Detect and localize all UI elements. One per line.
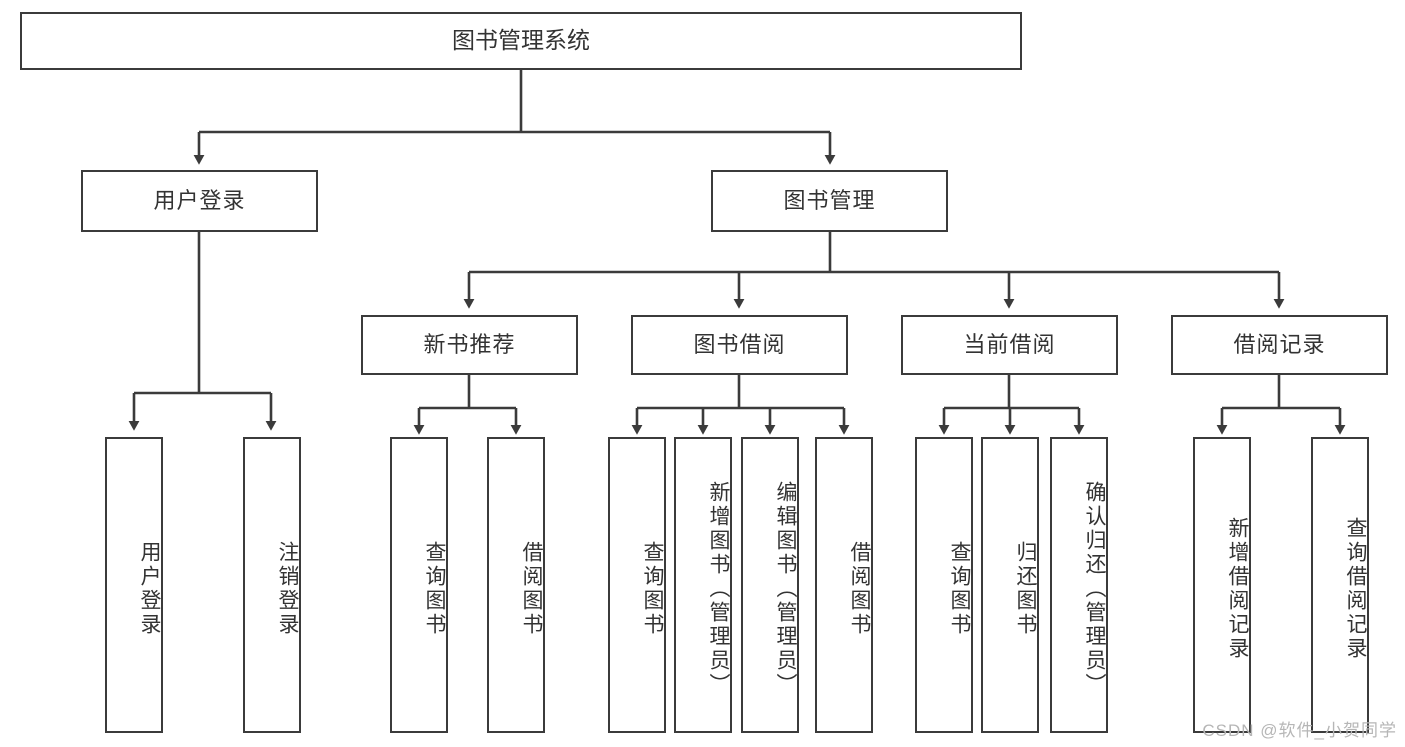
leaf-add-book-admin[interactable]: 新增图书（管理员） <box>674 437 732 733</box>
node-borrow-records-label: 借阅记录 <box>1233 331 1326 357</box>
leaf-edit-book-admin[interactable]: 编辑图书（管理员） <box>741 437 799 733</box>
leaf-confirm-return-admin[interactable]: 确认归还（管理员） <box>1050 437 1108 733</box>
node-current-borrow[interactable]: 当前借阅 <box>901 315 1118 375</box>
leaf-add-borrow-record[interactable]: 新增借阅记录 <box>1193 437 1251 733</box>
node-user-login[interactable]: 用户登录 <box>81 170 318 232</box>
leaf-query-book-newbook[interactable]: 查询图书 <box>390 437 448 733</box>
node-new-book-recommend[interactable]: 新书推荐 <box>361 315 578 375</box>
leaf-query-book-borrow-label: 查询图书 <box>641 541 664 637</box>
leaf-edit-book-admin-label: 编辑图书（管理员） <box>774 481 797 697</box>
leaf-return-book[interactable]: 归还图书 <box>981 437 1039 733</box>
leaf-query-book-newbook-label: 查询图书 <box>423 541 446 637</box>
leaf-query-book-current-label: 查询图书 <box>948 541 971 637</box>
leaf-borrow-book-newbook-label: 借阅图书 <box>520 541 543 637</box>
node-book-borrow[interactable]: 图书借阅 <box>631 315 848 375</box>
leaf-borrow-book-label: 借阅图书 <box>848 541 871 637</box>
node-book-management[interactable]: 图书管理 <box>711 170 948 232</box>
node-root-label: 图书管理系统 <box>452 27 590 54</box>
leaf-query-borrow-record[interactable]: 查询借阅记录 <box>1311 437 1369 733</box>
node-borrow-records[interactable]: 借阅记录 <box>1171 315 1388 375</box>
leaf-query-book-borrow[interactable]: 查询图书 <box>608 437 666 733</box>
leaf-add-book-admin-label: 新增图书（管理员） <box>707 481 730 697</box>
watermark: CSDN @软件_小贺同学 <box>1202 721 1397 740</box>
leaf-borrow-book[interactable]: 借阅图书 <box>815 437 873 733</box>
node-book-borrow-label: 图书借阅 <box>693 331 786 357</box>
leaf-query-borrow-record-label: 查询借阅记录 <box>1344 517 1367 661</box>
node-new-book-recommend-label: 新书推荐 <box>423 331 516 357</box>
leaf-return-book-label: 归还图书 <box>1014 541 1037 637</box>
leaf-user-login-label: 用户登录 <box>138 541 161 637</box>
leaf-borrow-book-newbook[interactable]: 借阅图书 <box>487 437 545 733</box>
leaf-query-book-current[interactable]: 查询图书 <box>915 437 973 733</box>
node-root[interactable]: 图书管理系统 <box>20 12 1022 70</box>
leaf-user-login[interactable]: 用户登录 <box>105 437 163 733</box>
leaf-confirm-return-admin-label: 确认归还（管理员） <box>1083 481 1106 697</box>
node-user-login-label: 用户登录 <box>153 187 246 213</box>
leaf-add-borrow-record-label: 新增借阅记录 <box>1226 517 1249 661</box>
leaf-logout[interactable]: 注销登录 <box>243 437 301 733</box>
leaf-logout-label: 注销登录 <box>276 541 299 637</box>
node-book-management-label: 图书管理 <box>783 187 876 213</box>
node-current-borrow-label: 当前借阅 <box>963 331 1056 357</box>
